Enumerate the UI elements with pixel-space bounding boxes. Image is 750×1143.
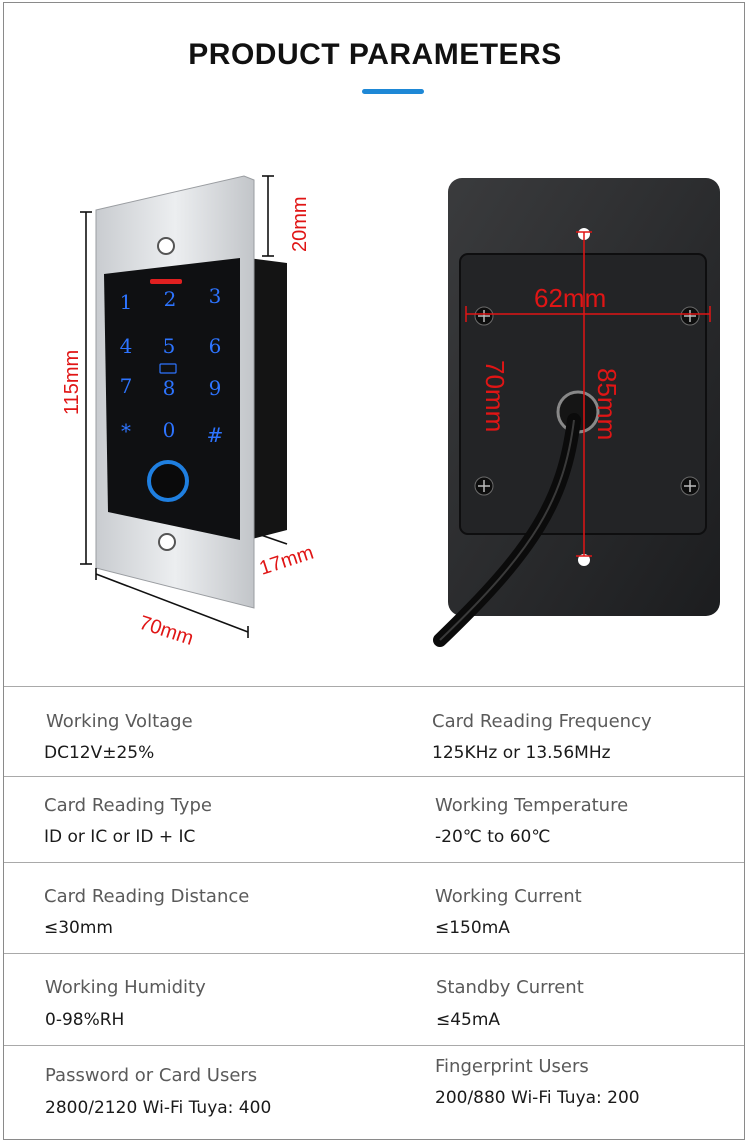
key-0: 0 (163, 418, 176, 442)
spec-label-working-current: Working Current (435, 886, 582, 907)
spec-value-working-current: ≤150mA (435, 918, 510, 938)
table-divider (4, 862, 744, 863)
key-3: 3 (209, 284, 222, 308)
key-1: 1 (120, 290, 133, 314)
screw-slots (478, 310, 696, 492)
spec-value-standby-current: ≤45mA (436, 1010, 501, 1030)
spec-value-card-reading-type: ID or IC or ID + IC (44, 827, 196, 847)
keypad-panel (104, 258, 240, 540)
spec-value-card-reading-frequency: 125KHz or 13.56MHz (432, 743, 611, 763)
spec-label-fingerprint-users: Fingerprint Users (435, 1056, 589, 1077)
spec-label-card-reading-distance: Card Reading Distance (44, 886, 250, 907)
keypad-keys: 1 2 3 4 5 6 7 8 9 * 0 # (120, 284, 224, 447)
card-reader-icon (159, 363, 177, 374)
spec-label-card-reading-frequency: Card Reading Frequency (432, 711, 652, 732)
key-star: * (121, 419, 131, 443)
product-illustration: 1 2 3 4 5 6 7 8 9 * 0 # (4, 120, 744, 686)
spec-label-card-reading-type: Card Reading Type (44, 795, 212, 816)
spec-label-working-temperature: Working Temperature (435, 795, 629, 816)
dim-top-offset-label: 20mm (289, 196, 311, 252)
key-5: 5 (163, 334, 176, 358)
spec-label-working-humidity: Working Humidity (45, 977, 206, 998)
front-view: 1 2 3 4 5 6 7 8 9 * 0 # (61, 175, 317, 650)
table-divider (4, 686, 744, 687)
page-title: PRODUCT PARAMETERS (188, 38, 562, 71)
dim-depth-label: 17mm (257, 542, 317, 580)
screw-hole-bottom (158, 533, 176, 551)
fingerprint-sensor-icon (147, 460, 189, 502)
screw-hole-top (157, 237, 175, 255)
title-underline (362, 89, 424, 94)
key-hash: # (207, 423, 224, 447)
key-8: 8 (163, 376, 176, 400)
page-frame (3, 2, 745, 1140)
back-dimension-lines (465, 231, 711, 557)
dim-hole-spacing-label: 85mm (592, 368, 622, 440)
mount-hole-bottom (578, 554, 590, 566)
back-dimension-labels: 62mm 70mm 85mm (480, 283, 622, 440)
dim-width-label: 70mm (136, 612, 196, 650)
dim-back-width-label: 62mm (534, 283, 606, 313)
key-4: 4 (120, 334, 133, 358)
front-dimension-lines (80, 175, 288, 638)
indicator-light (150, 279, 182, 284)
spec-value-password-card-users: 2800/2120 Wi-Fi Tuya: 400 (45, 1098, 272, 1118)
key-6: 6 (209, 334, 222, 358)
table-divider (4, 1045, 744, 1046)
spec-value-fingerprint-users: 200/880 Wi-Fi Tuya: 200 (435, 1088, 640, 1108)
key-2: 2 (164, 287, 177, 311)
spec-value-working-voltage: DC12V±25% (44, 743, 155, 763)
spec-label-password-card-users: Password or Card Users (45, 1065, 258, 1086)
product-svg: 1 2 3 4 5 6 7 8 9 * 0 # (61, 175, 720, 650)
dim-back-height-label: 70mm (480, 360, 510, 432)
table-divider (4, 953, 744, 954)
spec-value-card-reading-distance: ≤30mm (44, 918, 113, 938)
key-9: 9 (209, 376, 222, 400)
spec-value-working-temperature: -20℃ to 60℃ (435, 827, 551, 847)
dim-height-label: 115mm (61, 350, 83, 415)
spec-label-standby-current: Standby Current (436, 977, 584, 998)
table-divider (4, 776, 744, 777)
key-7: 7 (120, 374, 133, 398)
back-view: 62mm 70mm 85mm (433, 178, 720, 647)
spec-label-working-voltage: Working Voltage (46, 711, 193, 732)
spec-value-working-humidity: 0-98%RH (45, 1010, 125, 1030)
